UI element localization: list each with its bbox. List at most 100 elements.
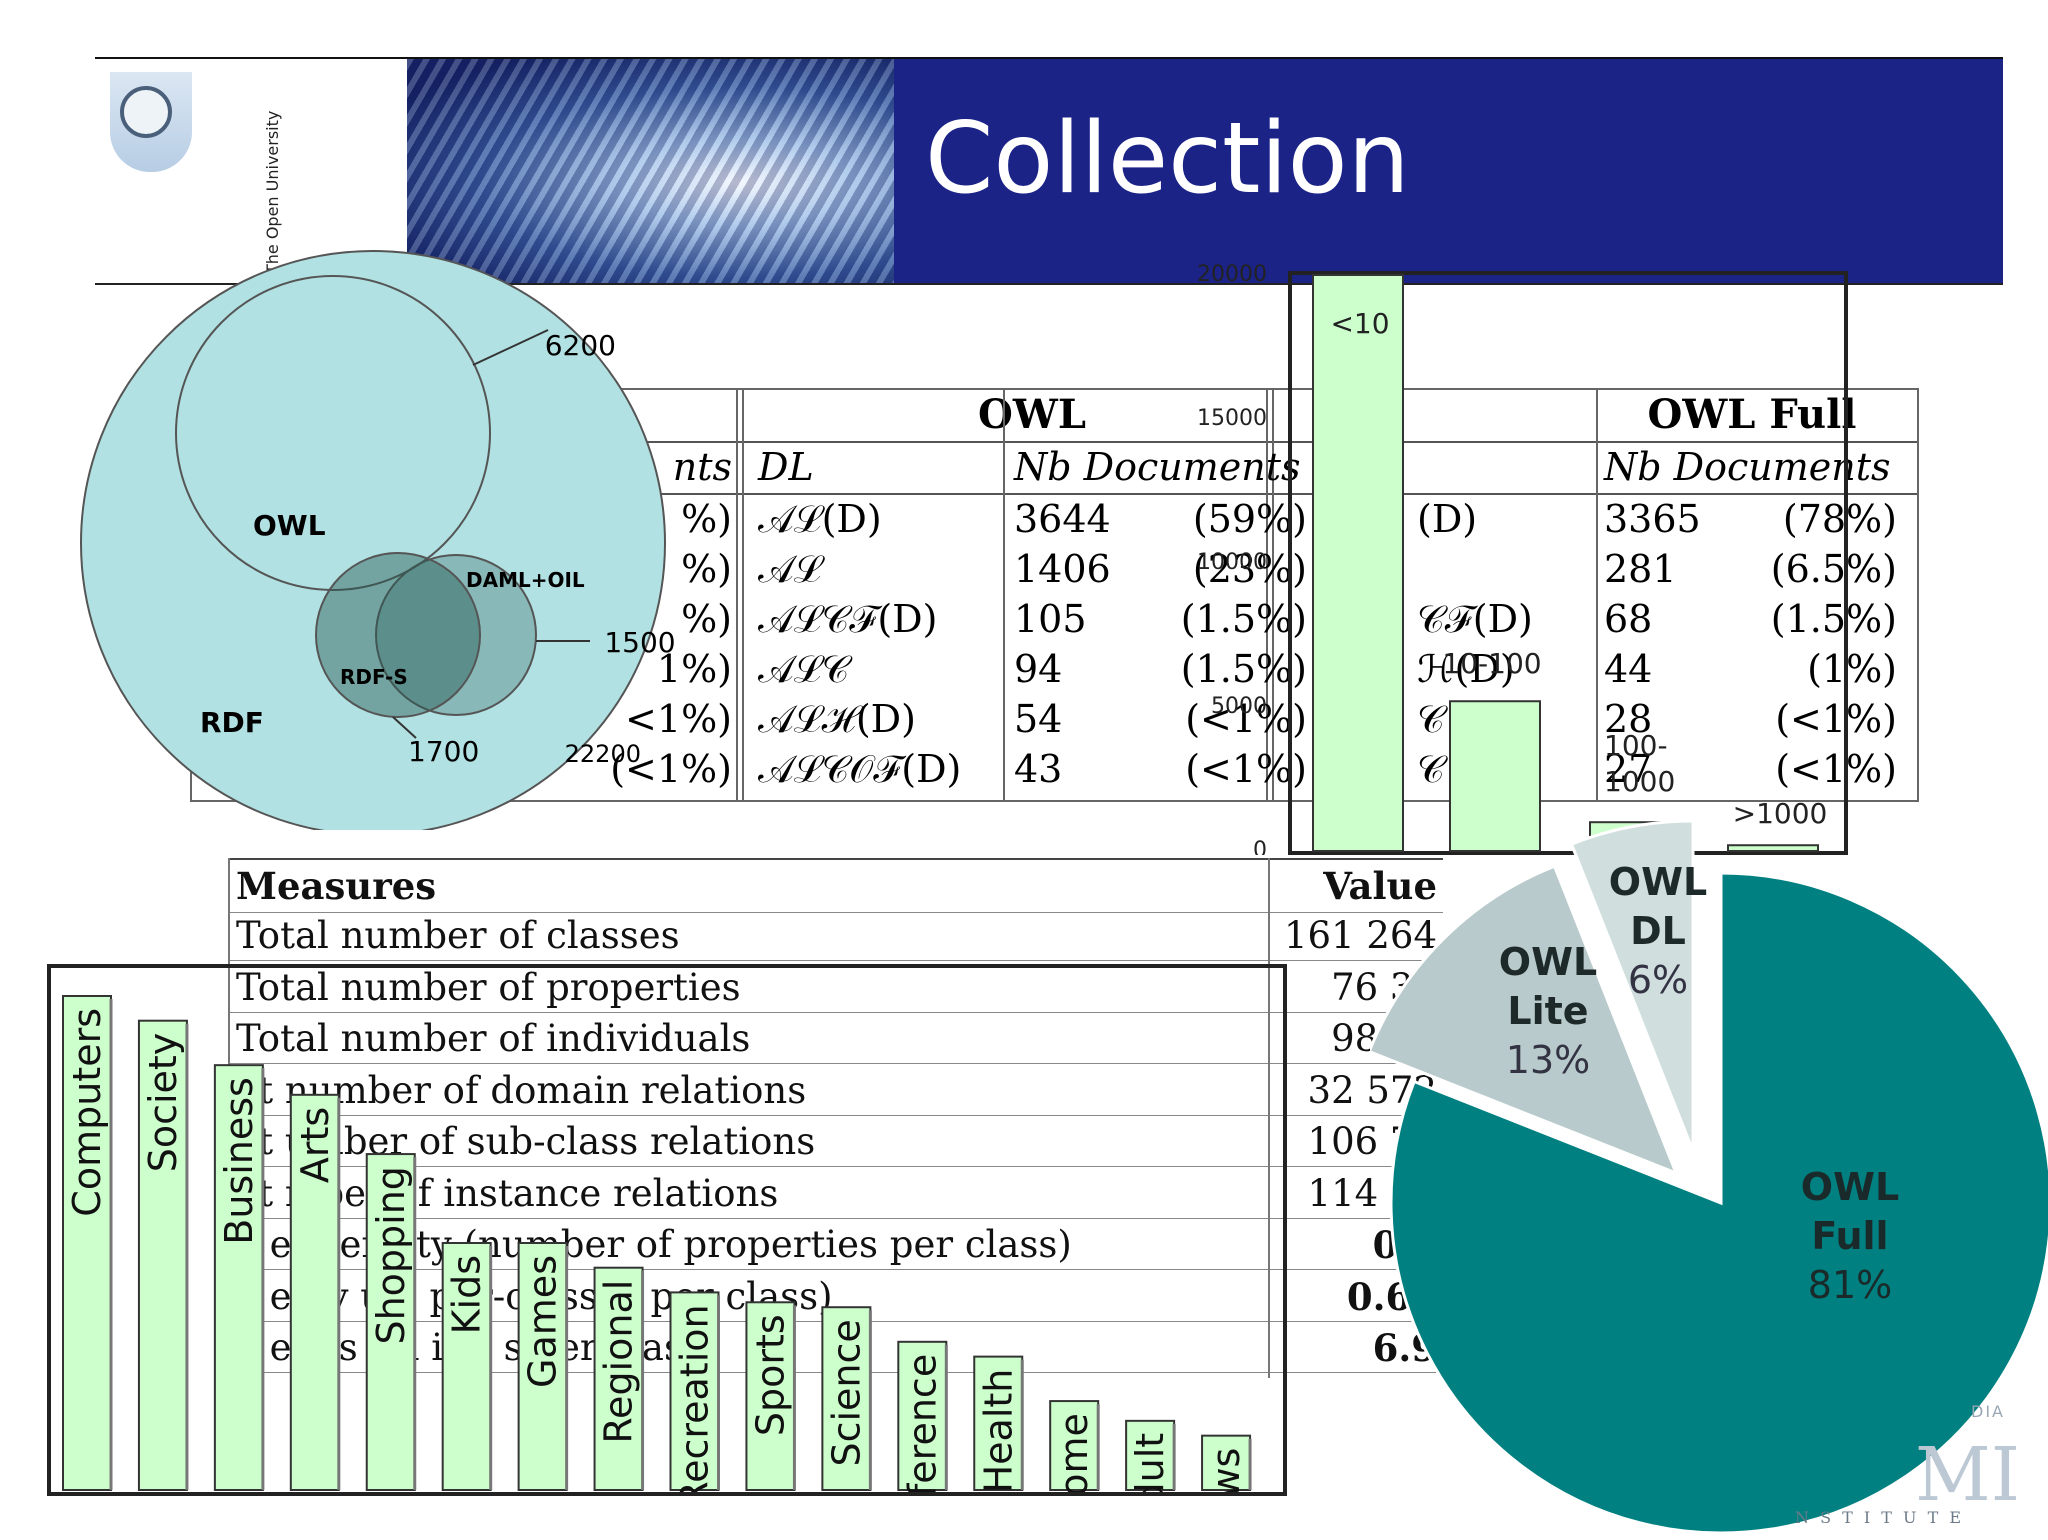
category-bar-label: Games (521, 1255, 565, 1388)
owl-dl-cell: 𝒜ℒ(D) (758, 497, 882, 541)
venn-leader-line (472, 329, 549, 366)
pie-slice (1389, 871, 2048, 1535)
owl-pct-cell: (1.5%) (1181, 647, 1307, 691)
owl-dl-cell: 𝒜ℒℋ(D) (758, 697, 916, 741)
category-bar-label: Sports (748, 1314, 792, 1436)
category-bar (897, 1340, 948, 1491)
owl-count-cell: 1406 (1014, 547, 1111, 591)
owl-count-cell: 94 (1014, 647, 1062, 691)
category-bar (62, 995, 112, 1491)
owl-count-cell: 43 (1014, 747, 1062, 791)
category-bar (973, 1355, 1024, 1491)
header-bottom-rule (95, 283, 2003, 285)
venn-leader-line (392, 716, 417, 739)
histogram-bar (1727, 844, 1819, 852)
owl-pct-cell: (<1%) (1185, 697, 1307, 741)
pie-slice-label: DL (1630, 909, 1686, 953)
measure-label: Total number of individuals (236, 1017, 751, 1060)
histogram-category-label: 100- (1604, 729, 1668, 762)
histogram-category-label: <10 (1330, 307, 1389, 340)
category-bar-label: Kids (445, 1255, 489, 1334)
histogram-frame (1288, 271, 1848, 855)
measures-column-divider (1268, 858, 1270, 1378)
category-bar (1049, 1400, 1100, 1491)
category-bar (593, 1266, 644, 1492)
slide-title: Collection (925, 102, 1410, 216)
histogram-tick-label: 10000 (1197, 550, 1267, 575)
owl-pct-cell: (23%) (1193, 547, 1307, 591)
category-bar-label: Shopping (369, 1166, 413, 1344)
header-top-rule (95, 57, 2003, 59)
left-value-cell: %) (681, 497, 732, 541)
venn-owl-label: OWL (253, 509, 326, 542)
owl-full-count-cell: 68 (1604, 597, 1652, 641)
left-value-cell: %) (681, 547, 732, 591)
venn-rdfs-label: RDF-S (340, 665, 408, 689)
owl-full-dl-cell: 𝒞 (1417, 697, 1448, 741)
owl-full-dl-cell: ℋ(D) (1417, 647, 1515, 691)
left-value-cell: (<1%) (610, 747, 732, 791)
histogram-category-label: 10-100 (1442, 647, 1541, 680)
category-bar-label: Home (1052, 1413, 1096, 1492)
venn-daml-circle (375, 554, 537, 716)
pie-slice-label: OWL (1499, 940, 1597, 984)
category-bar-label: Recreation (673, 1304, 717, 1492)
left-value-cell: 1%) (657, 647, 732, 691)
category-bar-label: Business (217, 1077, 261, 1245)
left-value-cell: <1%) (625, 697, 732, 741)
banner-image (407, 59, 894, 283)
university-name: The Open University (262, 74, 284, 275)
pie-slice-value: 13% (1506, 1038, 1590, 1082)
owl-dl-cell: 𝒜ℒ (758, 547, 825, 591)
owl-pct-cell: (1.5%) (1181, 597, 1307, 641)
category-bar-label: News (1204, 1448, 1248, 1492)
pie-slice (1367, 864, 1679, 1176)
category-bar-label: Health (976, 1369, 1020, 1492)
pie-slice-value: 81% (1808, 1263, 1892, 1307)
histogram-tick-label: 20000 (1197, 262, 1267, 287)
measure-label: Total number of properties (236, 965, 741, 1009)
category-bar (1201, 1434, 1252, 1492)
histogram-tick-label: 5000 (1211, 694, 1267, 719)
pie-slice-label: OWL (1801, 1165, 1899, 1209)
category-bar (517, 1242, 568, 1491)
owl-pct-cell: (<1%) (1185, 747, 1307, 791)
owl-count-cell: 3644 (1014, 497, 1111, 541)
venn-daml-count: 1500 (604, 626, 675, 659)
category-bar-label: Society (141, 1033, 185, 1173)
owl-full-count-cell: 27 (1604, 747, 1652, 791)
owl-full-header-nb: Nb Documents (1603, 445, 1891, 489)
category-bar (669, 1291, 720, 1491)
histogram-bar (1449, 700, 1541, 852)
owl-full-dl-cell: (D) (1417, 497, 1477, 541)
category-bar (213, 1064, 264, 1491)
category-bar (289, 1093, 340, 1492)
histogram-bar (1312, 274, 1404, 852)
open-university-ring-icon (120, 86, 172, 138)
owl-dl-cell: 𝒜ℒ𝒞𝒪ℱ(D) (758, 747, 961, 791)
left-header-tail: nts (673, 445, 732, 489)
institute-watermark: DIA MI N S T I T U T E (1795, 1402, 2020, 1532)
owl-full-pct-cell: (1%) (1807, 647, 1897, 691)
category-bar-label: Computers (65, 1008, 109, 1217)
histogram-category-label: >1000 (1733, 797, 1828, 830)
pie-slice-label: Lite (1507, 989, 1588, 1033)
owl-full-count-cell: 281 (1604, 547, 1677, 591)
pie-slice-label: Full (1811, 1214, 1888, 1258)
owl-dl-cell: 𝒜ℒ𝒞 (758, 647, 853, 691)
owl-full-group-header: OWL Full (1648, 391, 1857, 438)
svg-text:The Open University: The Open University (263, 111, 282, 274)
size-histogram-svg: 05000100001500020000<1010-100100-1000>10… (1197, 262, 1848, 863)
measure-value: 161 264 (1283, 914, 1437, 957)
category-bar (137, 1019, 188, 1491)
venn-rdfs-count: 1700 (408, 735, 479, 768)
owl-full-dl-cell: 𝒞ℱ(D) (1417, 597, 1533, 641)
venn-daml-label: DAML+OIL (466, 568, 585, 592)
owl-full-count-cell: 44 (1604, 647, 1652, 691)
owl-full-count-cell: 28 (1604, 697, 1652, 741)
category-bar-label: Reference (900, 1354, 944, 1492)
measures-header-value: Value (1323, 864, 1437, 908)
